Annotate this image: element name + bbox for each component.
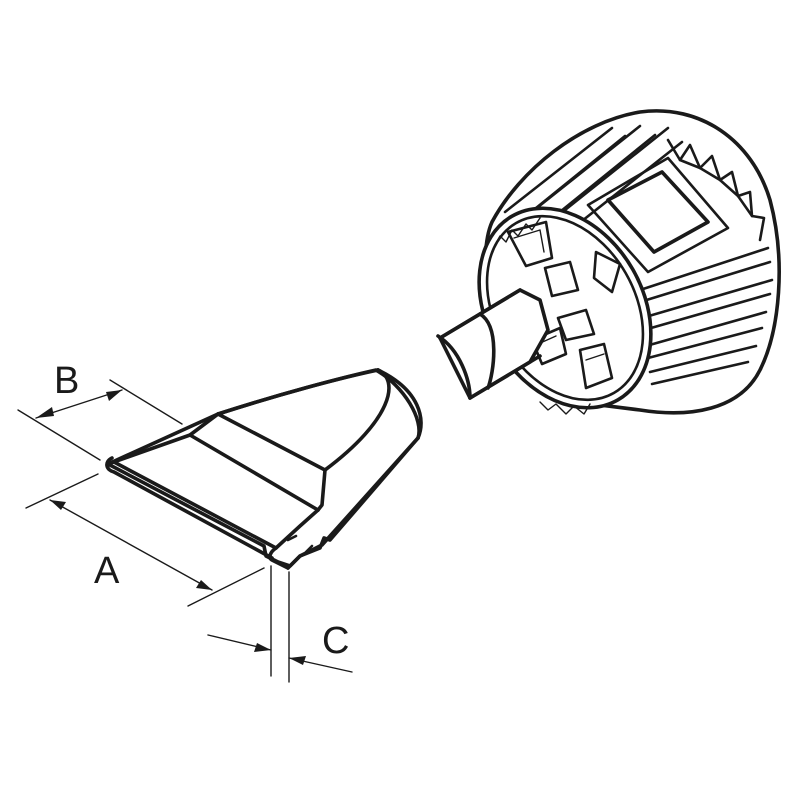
- dimension-label-a: A: [94, 550, 120, 592]
- dimension-b: [17, 379, 183, 461]
- dimension-c: [207, 565, 353, 683]
- dimension-label-b: B: [54, 360, 80, 402]
- funnel: [105, 368, 423, 570]
- shaft: [436, 288, 550, 400]
- dimension-a: [25, 473, 265, 607]
- knob: [477, 109, 781, 415]
- dimension-label-c: C: [322, 620, 350, 662]
